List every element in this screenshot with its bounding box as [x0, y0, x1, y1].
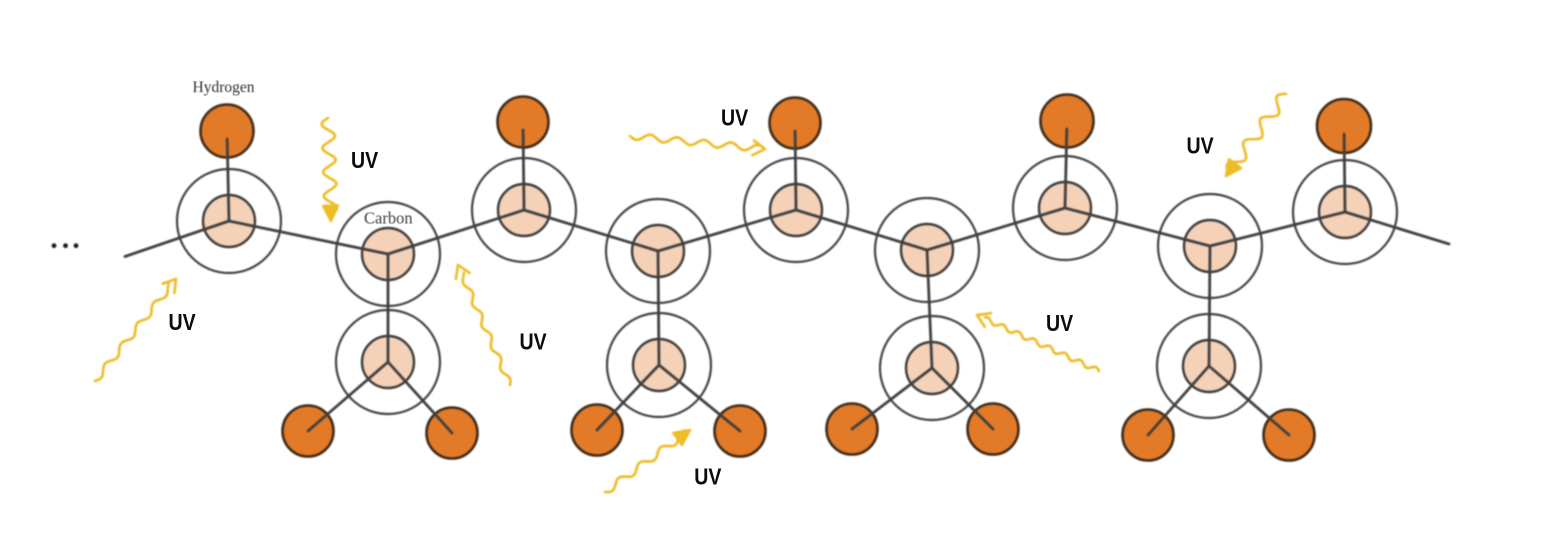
svg-text:UV: UV: [1187, 133, 1215, 159]
svg-text:UV: UV: [520, 329, 548, 355]
svg-text:UV: UV: [1046, 311, 1074, 337]
svg-text:UV: UV: [351, 148, 379, 174]
svg-text:UV: UV: [721, 105, 749, 131]
svg-text:UV: UV: [694, 464, 722, 490]
svg-text:UV: UV: [169, 310, 197, 336]
svg-text:Hydrogen: Hydrogen: [193, 79, 255, 96]
svg-text:Carbon: Carbon: [364, 209, 413, 228]
